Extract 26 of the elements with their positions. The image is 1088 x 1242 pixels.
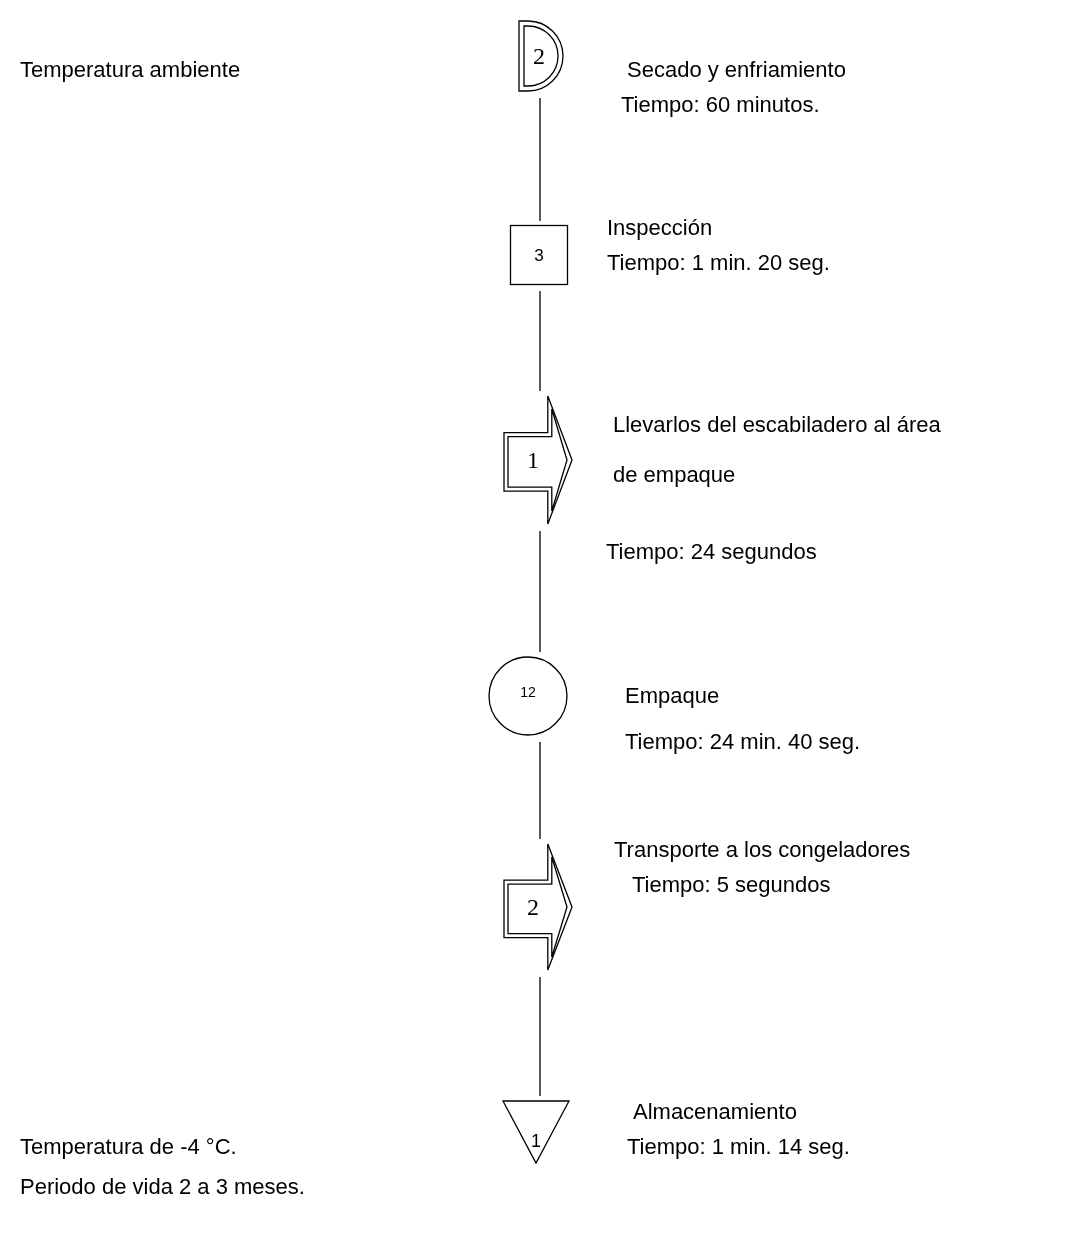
symbol-number: 3 [534, 246, 544, 264]
step-description: Tiempo: 1 min. 20 seg. [607, 249, 830, 277]
step-description: Empaque [625, 682, 720, 710]
flow-line [539, 290, 541, 392]
step-description: Tiempo: 60 minutos. [621, 91, 820, 119]
step-description: Transporte a los congeladores [614, 836, 911, 864]
flow-line [539, 741, 541, 840]
symbol-number: 1 [531, 1132, 541, 1150]
step-description: Tiempo: 24 min. 40 seg. [625, 728, 861, 756]
step-description: Tiempo: 5 segundos [632, 871, 831, 899]
note-text: Temperatura ambiente [20, 56, 241, 84]
symbol-number: 2 [533, 44, 545, 68]
note-text: Temperatura de -4 °C. [20, 1133, 237, 1161]
step-description: Inspección [607, 214, 713, 242]
flow-line [539, 97, 541, 222]
step-description: Almacenamiento [633, 1098, 797, 1126]
symbol-number: 2 [527, 895, 539, 919]
step-description: Tiempo: 24 segundos [606, 538, 817, 566]
step-description: Tiempo: 1 min. 14 seg. [627, 1133, 850, 1161]
symbol-number: 1 [527, 448, 539, 472]
symbol-number: 12 [520, 685, 536, 699]
flow-line [539, 976, 541, 1097]
flow-line [539, 530, 541, 653]
step-description: Llevarlos del escabiladero al área de empaque [613, 411, 942, 489]
step-description: Secado y enfriamiento [627, 56, 846, 84]
note-text: Periodo de vida 2 a 3 meses. [20, 1173, 305, 1201]
